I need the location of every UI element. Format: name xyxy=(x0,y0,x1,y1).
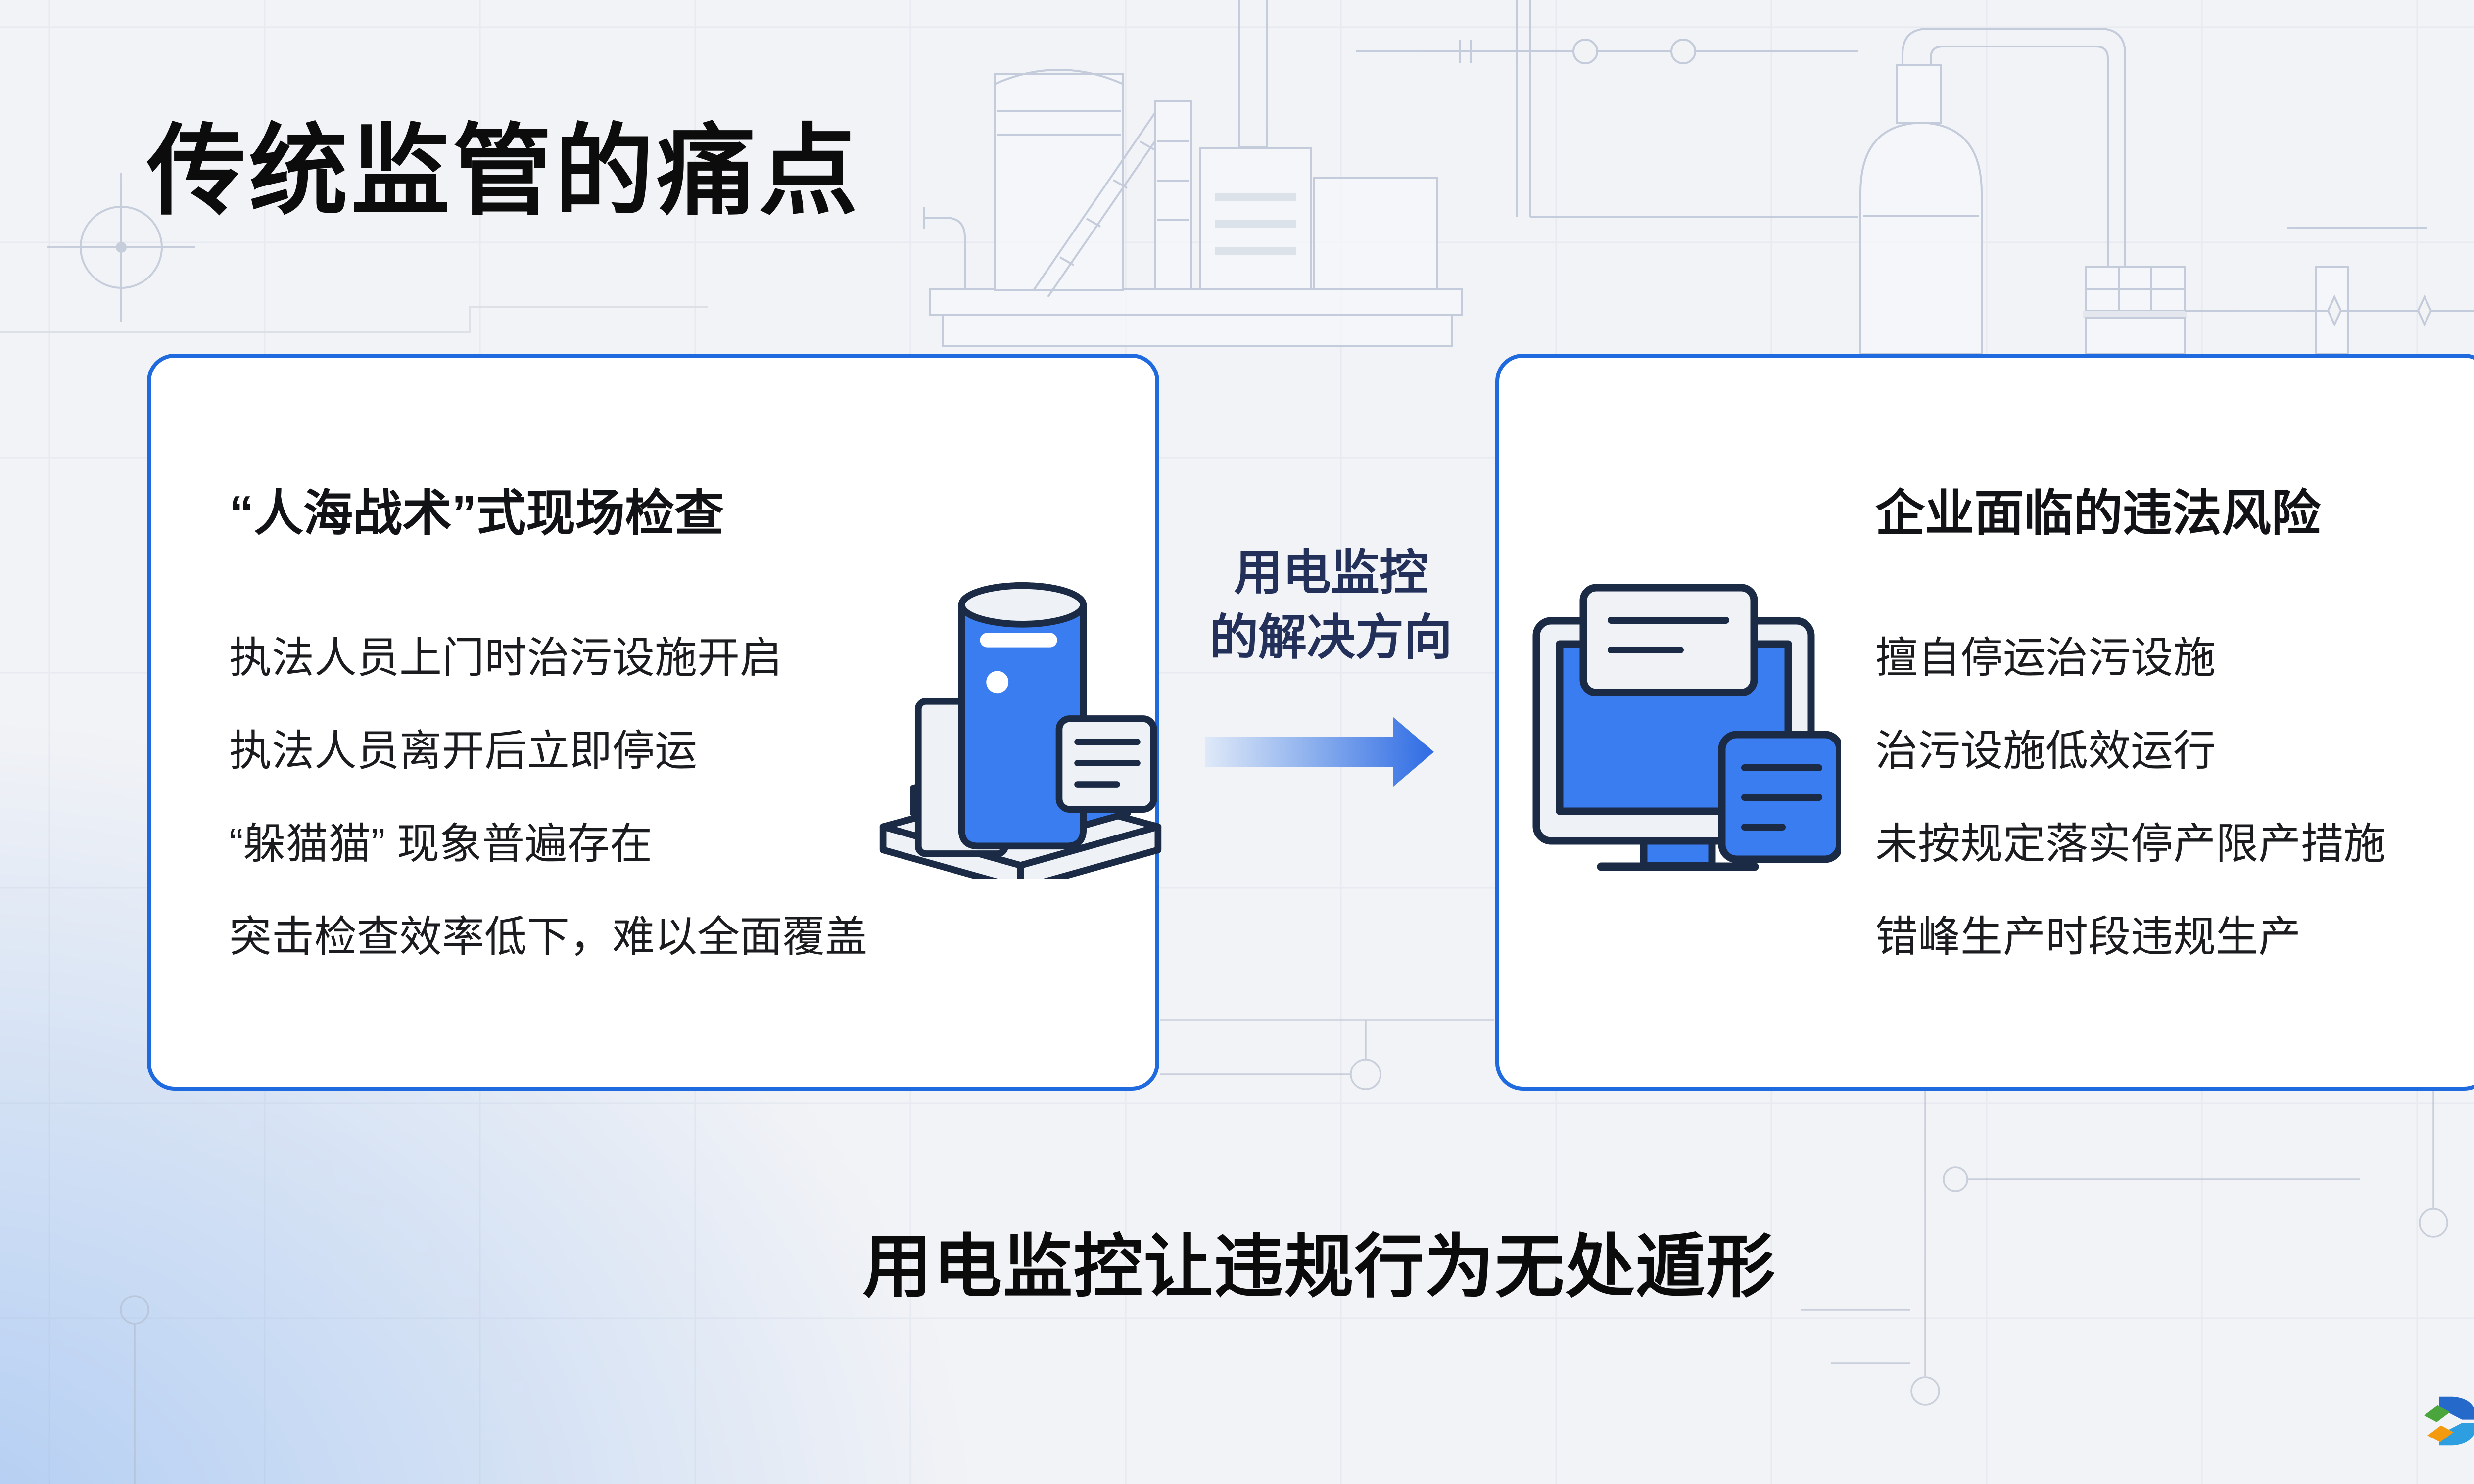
left-card-title: “人海战术”式现场检查 xyxy=(229,486,724,541)
connector-label-line2: 的解决方向 xyxy=(1209,610,1452,665)
right-card-item-list: 擅自停运治污设施 治污设施低效运行 未按规定落实停产限产措施 错峰生产时段违规生… xyxy=(1875,611,2386,983)
connector-label-line1: 用电监控 xyxy=(1234,545,1428,600)
list-item: 突击检查效率低下，难以全面覆盖 xyxy=(229,913,867,961)
right-card-title: 企业面临的违法风险 xyxy=(1875,486,2321,541)
list-item: 错峰生产时段违规生产 xyxy=(1875,913,2301,961)
page-title: 传统监管的痛点 xyxy=(147,116,861,227)
list-item: 治污设施低效运行 xyxy=(1875,727,2216,775)
logo-mark-icon xyxy=(2422,1396,2474,1446)
footer-headline: 用电监控让违规行为无处遁形 xyxy=(862,1228,1776,1305)
crosshair-icon xyxy=(47,173,195,322)
list-item: 执法人员上门时治污设施开启 xyxy=(229,634,782,682)
left-card-field-inspection: “人海战术”式现场检查 执法人员上门时治污设施开启 执法人员离开后立即停运 “躲… xyxy=(147,354,1162,1091)
circuit-traces xyxy=(120,1019,2448,1484)
arrow-right-icon xyxy=(1205,713,1434,790)
tank-illustration xyxy=(1859,28,2474,355)
list-item: 未按规定落实停产限产措施 xyxy=(1875,820,2386,868)
connector-label: 用电监控 的解决方向 xyxy=(1183,540,1479,670)
list-item: 执法人员离开后立即停运 xyxy=(229,727,697,775)
factory-illustration xyxy=(923,0,1858,347)
list-item: “躲猫猫” 现象普遍存在 xyxy=(229,820,653,868)
books-stack-icon xyxy=(876,575,1165,892)
right-card-violation-risks: 企业面临的违法风险 擅自停运治污设施 治污设施低效运行 未按规定落实停产限产措施… xyxy=(1495,354,2474,1091)
monitor-documents-icon xyxy=(1529,584,1844,881)
list-item: 擅自停运治污设施 xyxy=(1875,634,2216,682)
left-card-item-list: 执法人员上门时治污设施开启 执法人员离开后立即停运 “躲猫猫” 现象普遍存在 突… xyxy=(229,611,867,983)
company-logo: 达斯特 DUSTERTECH xyxy=(2422,1393,2474,1450)
